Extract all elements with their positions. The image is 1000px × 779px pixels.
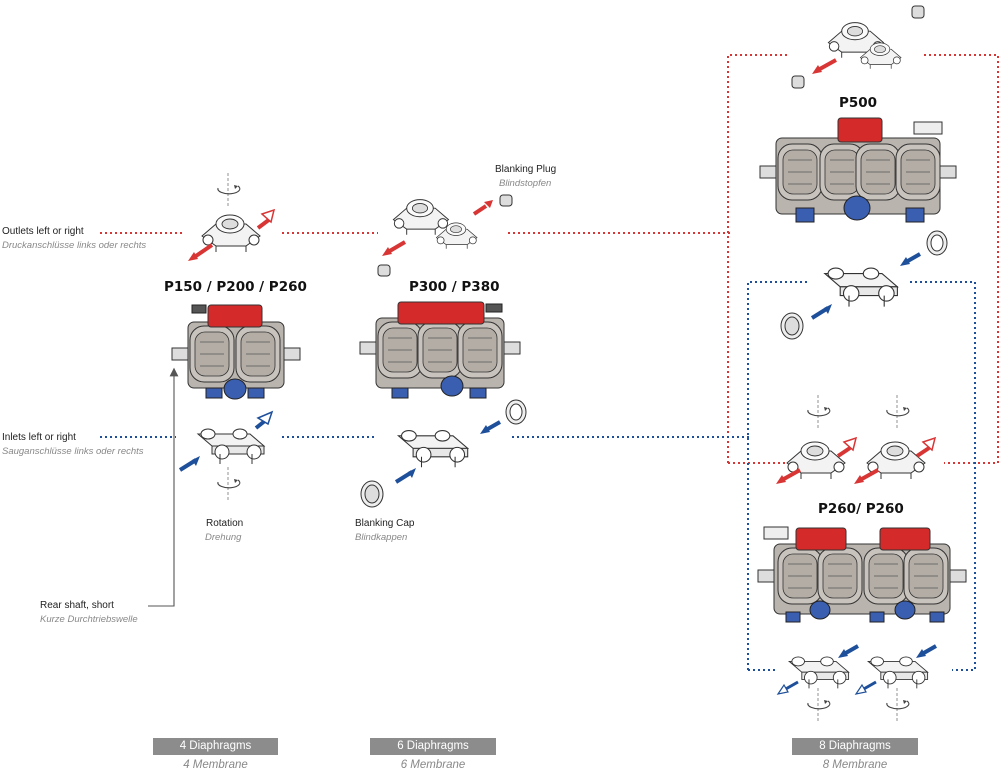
model-title-p300: P300 / P380	[409, 279, 500, 295]
inlet-arrow-icon	[178, 252, 937, 695]
outlets-label-de: Druckanschlüsse links oder rechts	[2, 240, 147, 251]
group-badge-6: 6 Diaphragms	[370, 738, 496, 755]
pump-illustration-p260-p260	[757, 526, 967, 623]
rear-shaft-label-de: Kurze Durchtriebswelle	[40, 614, 138, 625]
inlets-label-de: Sauganschlüsse links oder rechts	[2, 446, 144, 457]
model-title-p260-p260: P260/ P260	[818, 501, 904, 517]
inlet-connector-lines	[100, 281, 976, 671]
outlet-arrow-icon	[188, 58, 937, 484]
pump-illustration-p500	[759, 117, 957, 223]
group-badge-8: 8 Diaphragms	[792, 738, 918, 755]
model-title-p150: P150 / P200 / P260	[164, 279, 307, 295]
group-badge-4: 4 Diaphragms	[153, 738, 278, 755]
inlets-label: Inlets left or right	[2, 432, 76, 443]
model-title-p500: P500	[839, 95, 878, 111]
group-badge-8-de: 8 Membrane	[822, 759, 888, 771]
outlet-connector-lines	[100, 54, 999, 464]
rear-shaft-label: Rear shaft, short	[40, 600, 114, 611]
rotation-label: Rotation	[206, 518, 244, 529]
group-badge-4-de: 4 Membrane	[183, 759, 248, 771]
blanking-cap-icon	[360, 230, 948, 508]
blanking-cap-label: Blanking Cap	[355, 518, 415, 529]
pump-illustration-p150	[171, 304, 301, 400]
blanking-plug-label-de: Blindstopfen	[499, 178, 552, 189]
inlet-manifold	[197, 267, 929, 689]
outlet-manifold	[201, 22, 926, 480]
blanking-cap-label-de: Blindkappen	[355, 532, 408, 543]
pump-illustration-p300	[359, 301, 521, 399]
rotation-label-de: Drehung	[205, 532, 242, 543]
blanking-plug-icon	[377, 5, 925, 277]
outlets-label: Outlets left or right	[2, 226, 84, 237]
blanking-plug-label: Blanking Plug	[495, 164, 557, 175]
rear-shaft-pointer	[148, 367, 179, 607]
group-badge-6-de: 6 Membrane	[400, 759, 466, 771]
